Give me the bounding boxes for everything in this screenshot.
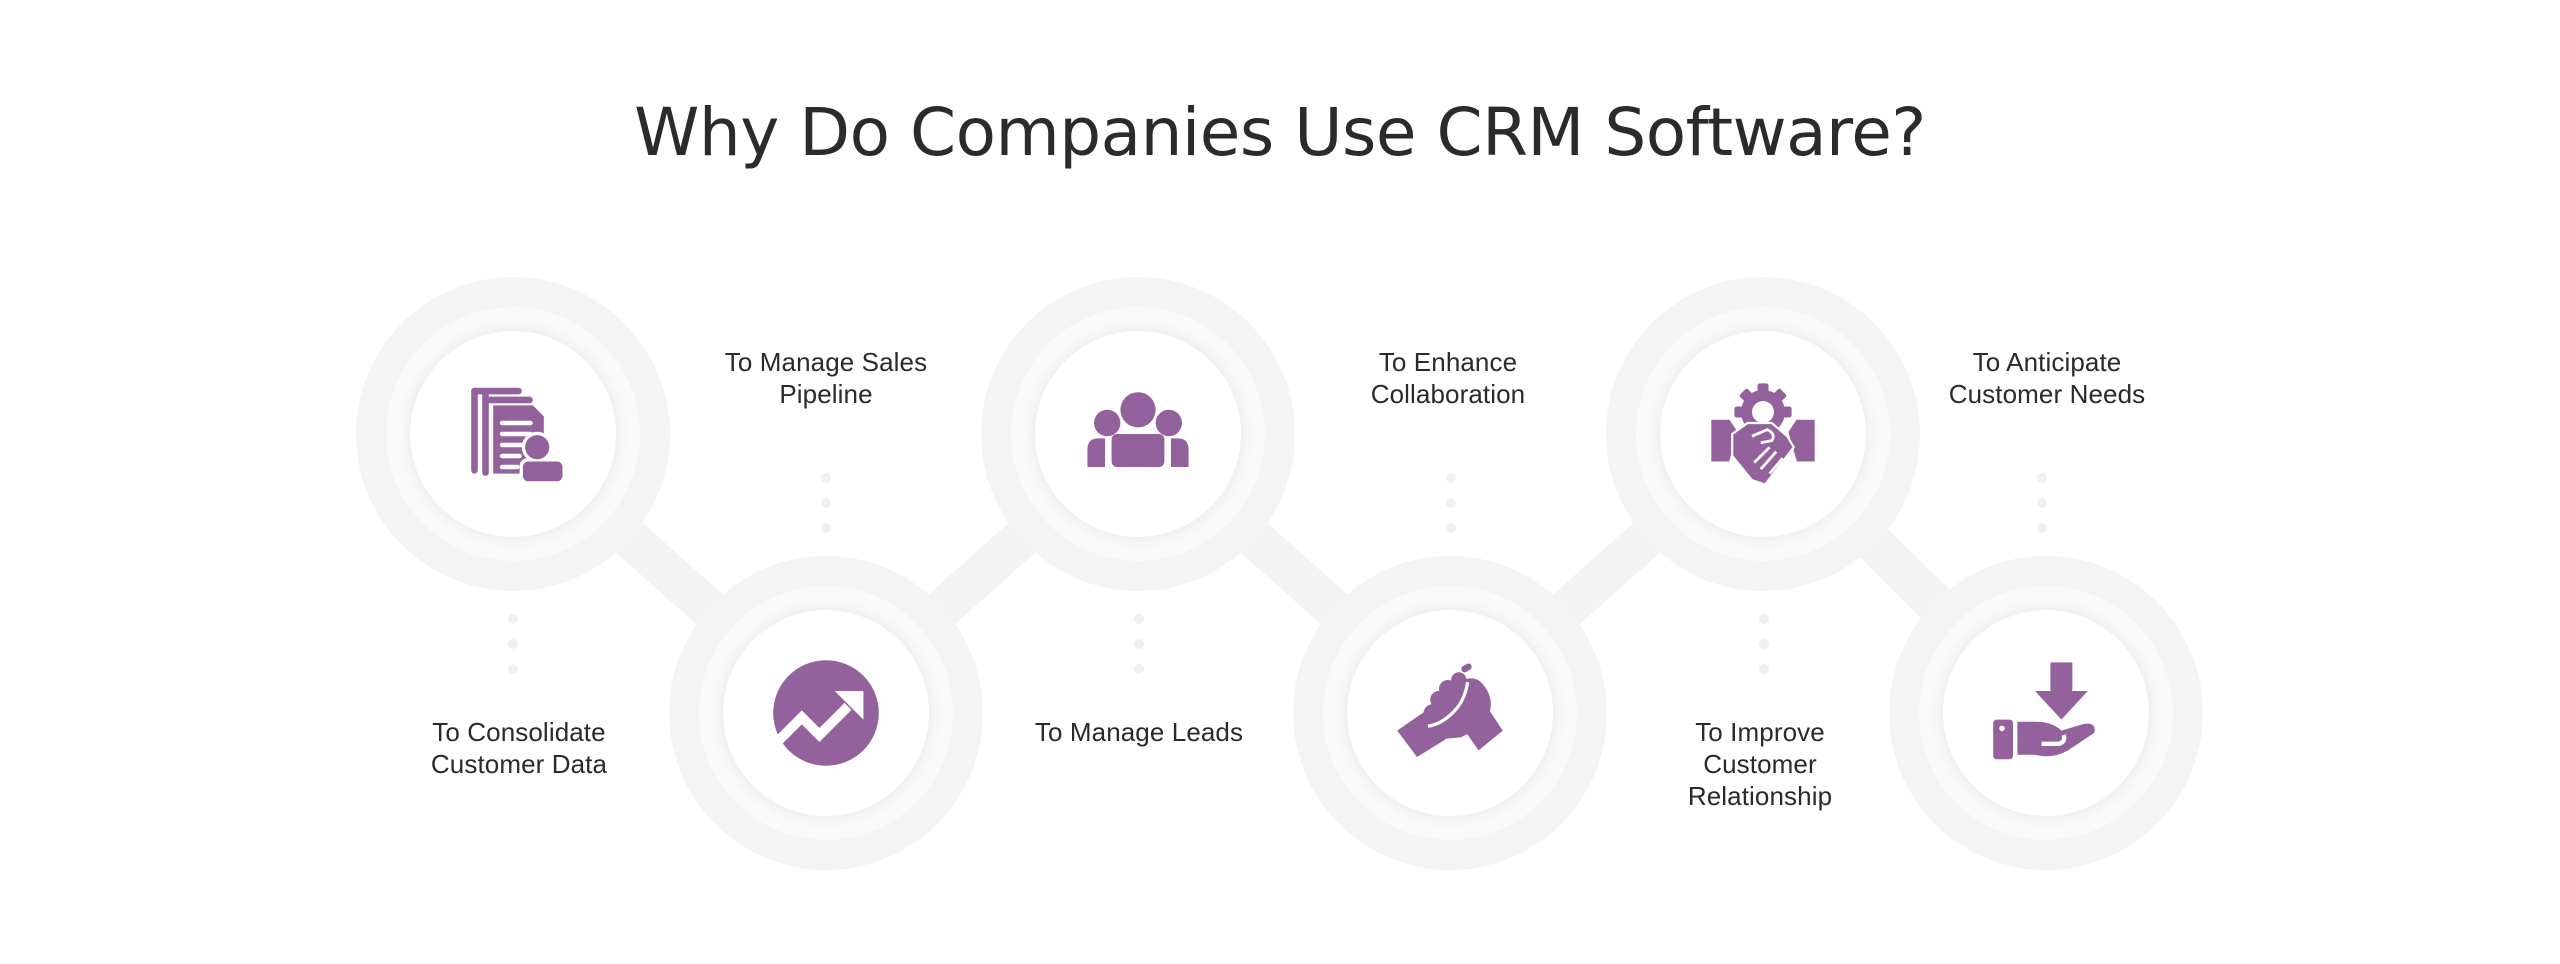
icon-circle bbox=[1943, 610, 2149, 816]
icon-circle bbox=[723, 610, 929, 816]
handshake-gear-icon bbox=[1709, 383, 1817, 486]
step-node-6 bbox=[1889, 556, 2203, 870]
growth-chart-icon bbox=[773, 660, 879, 766]
customer-documents-icon bbox=[471, 387, 564, 483]
hand-receive-download-icon bbox=[1993, 662, 2095, 760]
step-node-1 bbox=[356, 277, 670, 591]
step-node-3 bbox=[981, 277, 1295, 591]
arm-wrestle-hands-icon bbox=[1397, 663, 1503, 757]
step-label-3: To Manage Leads bbox=[1034, 717, 1244, 747]
step-label-1: To Consolidate Customer Data bbox=[430, 717, 608, 779]
dotted-leader-5 bbox=[1759, 614, 1769, 689]
page-title: Why Do Companies Use CRM Software? bbox=[634, 94, 1926, 171]
dotted-leader-3 bbox=[1134, 614, 1144, 689]
step-node-2 bbox=[669, 556, 983, 870]
dotted-leader-6 bbox=[2037, 473, 2047, 548]
team-group-icon bbox=[1087, 392, 1189, 467]
dotted-leader-4 bbox=[1446, 473, 1456, 548]
step-node-4 bbox=[1293, 556, 1607, 870]
step-node-5 bbox=[1606, 277, 1920, 591]
icon-circle bbox=[1035, 331, 1241, 537]
icon-circle bbox=[1660, 331, 1866, 537]
step-label-2: To Manage Sales Pipeline bbox=[724, 347, 928, 409]
icon-circle bbox=[410, 331, 616, 537]
step-label-6: To Anticipate Customer Needs bbox=[1948, 347, 2146, 409]
icon-circle bbox=[1347, 610, 1553, 816]
dotted-leader-1 bbox=[508, 614, 518, 689]
step-label-4: To Enhance Collaboration bbox=[1370, 347, 1526, 409]
step-label-5: To Improve Customer Relationship bbox=[1687, 717, 1833, 811]
dotted-leader-2 bbox=[821, 473, 831, 548]
